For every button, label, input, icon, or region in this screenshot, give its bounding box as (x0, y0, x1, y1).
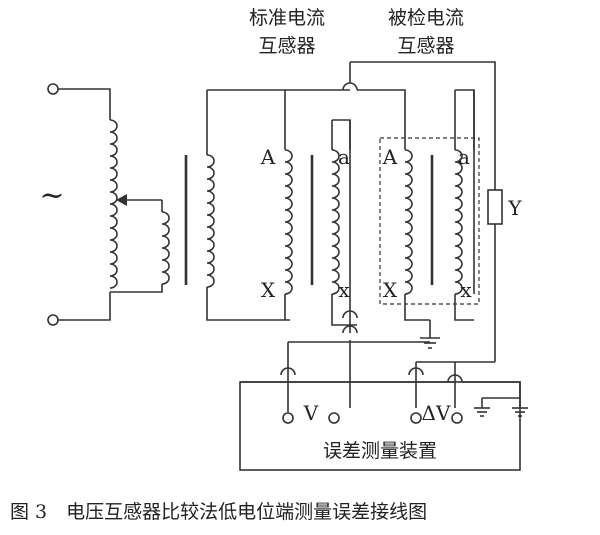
tst-terminal-X: X (383, 278, 398, 302)
ground-icon (420, 320, 440, 349)
tst-terminal-x: x (460, 278, 472, 302)
tst-terminal-a: a (458, 145, 470, 169)
standard-ct: A X a x (260, 119, 351, 320)
tested-ct-title-2: 互感器 (397, 35, 454, 57)
source-terminal-bottom (47, 314, 59, 326)
wiper-arrowhead-icon (116, 194, 127, 206)
figure-caption: 图 3 电压互感器比较法低电位端测量误差接线图 (10, 501, 427, 523)
std-terminal-x: x (338, 278, 350, 302)
tst-terminal-A: A (382, 145, 398, 169)
burden-label: Y (507, 196, 522, 220)
std-terminal-X: X (261, 278, 276, 302)
device-ground-icon (474, 398, 490, 417)
std-terminal-a: a (338, 145, 350, 169)
burden-resistor (487, 189, 503, 225)
std-terminal-A: A (260, 145, 276, 169)
source-terminal-top (47, 83, 59, 95)
tested-ct-dashed-box (379, 137, 480, 305)
regulator-coil (109, 119, 170, 293)
ac-symbol: ~ (39, 178, 64, 213)
standard-ct-title-1: 标准电流 (249, 7, 325, 29)
device-label: 误差测量装置 (323, 440, 437, 462)
device-box (239, 381, 521, 471)
tested-ct-header: 被检电流 互感器 (388, 7, 464, 57)
terminal-dv-label: ΔV (422, 401, 451, 425)
terminal-dv-plus (410, 412, 422, 424)
measurement-wiring (240, 280, 521, 412)
terminal-v-minus (328, 412, 340, 424)
tested-ct: A X a x Y (285, 61, 522, 362)
terminal-v-label: V (303, 401, 319, 425)
tested-ct-title-1: 被检电流 (388, 7, 464, 29)
standard-ct-header: 标准电流 互感器 (249, 7, 325, 57)
terminal-dv-minus (451, 412, 463, 424)
standard-ct-title-2: 互感器 (258, 35, 315, 57)
error-measuring-device: V ΔV 误差测量装置 (239, 381, 528, 471)
ac-source: ~ (39, 83, 111, 326)
terminal-v-plus (282, 412, 294, 424)
external-ground-icon (512, 398, 528, 417)
